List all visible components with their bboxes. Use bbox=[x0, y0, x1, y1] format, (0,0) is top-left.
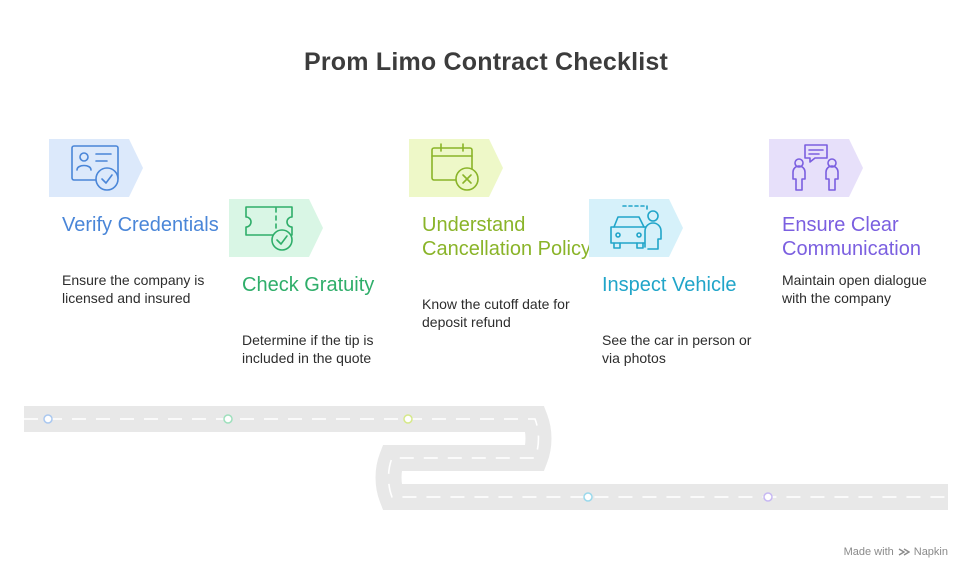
step-description: Maintain open dialogue with the company bbox=[782, 272, 927, 306]
people-chat-icon bbox=[792, 144, 839, 191]
step-badge bbox=[589, 199, 683, 257]
step-heading: Check Gratuity bbox=[242, 274, 375, 296]
step-badge bbox=[409, 139, 503, 197]
milestone-dot bbox=[223, 414, 233, 424]
milestone-dot bbox=[583, 492, 593, 502]
step-badge bbox=[229, 199, 323, 257]
step-description: Know the cutoff date for deposit refund bbox=[422, 296, 570, 330]
footer-credit: Made with Napkin bbox=[844, 546, 948, 558]
brand-label: Napkin bbox=[913, 546, 948, 558]
step-description: See the car in person or via photos bbox=[602, 332, 752, 366]
car-person-icon bbox=[610, 205, 662, 250]
step-heading: Verify Credentials bbox=[62, 214, 219, 236]
made-with-label: Made with bbox=[843, 546, 894, 558]
step-heading: Inspect Vehicle bbox=[602, 274, 737, 296]
ticket-check-icon bbox=[245, 206, 293, 251]
calendar-cancel-icon bbox=[431, 143, 479, 191]
id-card-check-icon bbox=[71, 145, 119, 191]
page-title: Prom Limo Contract Checklist bbox=[304, 48, 668, 76]
step-description: Determine if the tip is included in the … bbox=[242, 332, 374, 366]
step-badge bbox=[49, 139, 143, 197]
milestone-dot bbox=[763, 492, 773, 502]
step-badge bbox=[769, 139, 863, 197]
milestone-dot bbox=[43, 414, 53, 424]
napkin-logo-icon bbox=[898, 548, 910, 556]
step-heading: Ensure Clear Communication bbox=[782, 214, 921, 260]
step-description: Ensure the company is licensed and insur… bbox=[62, 272, 205, 306]
step-heading: Understand Cancellation Policy bbox=[422, 214, 591, 260]
milestone-dot bbox=[403, 414, 413, 424]
